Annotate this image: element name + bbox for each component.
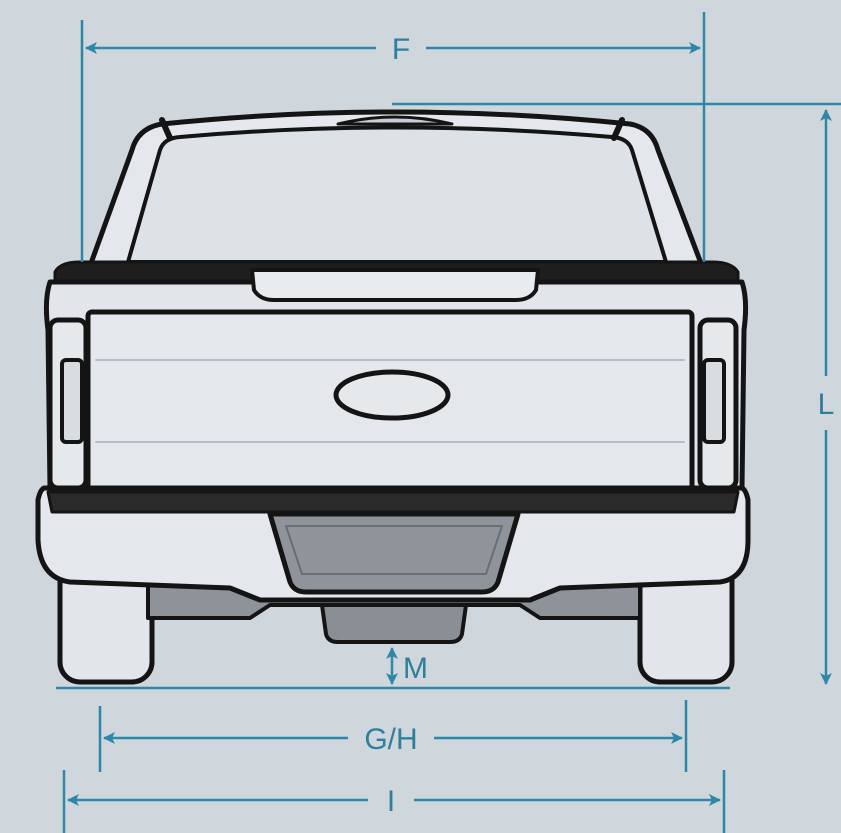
label-gh: G/H: [364, 723, 417, 756]
license-plate-inner: [285, 525, 503, 575]
dimension-annotations: [56, 12, 841, 833]
truck-rear-view: [35, 109, 751, 685]
license-plate-recess: [267, 511, 521, 595]
right-roof-pillar: [611, 117, 625, 141]
dimension-labels: F L M G/H I: [364, 33, 834, 818]
label-f: F: [392, 33, 410, 66]
label-i: I: [387, 785, 395, 818]
rear-window: [126, 125, 668, 264]
label-m: M: [403, 652, 428, 685]
brand-emblem: [333, 369, 451, 421]
bumper-top-strip: [46, 490, 740, 514]
label-l: L: [818, 388, 835, 421]
trailer-hitch: [320, 603, 468, 644]
right-tail-light-lens: [702, 358, 726, 444]
left-roof-pillar: [159, 117, 173, 141]
cab-brake-light: [336, 115, 454, 126]
left-tail-light-lens: [60, 358, 84, 444]
tailgate-handle-recess: [250, 268, 540, 302]
